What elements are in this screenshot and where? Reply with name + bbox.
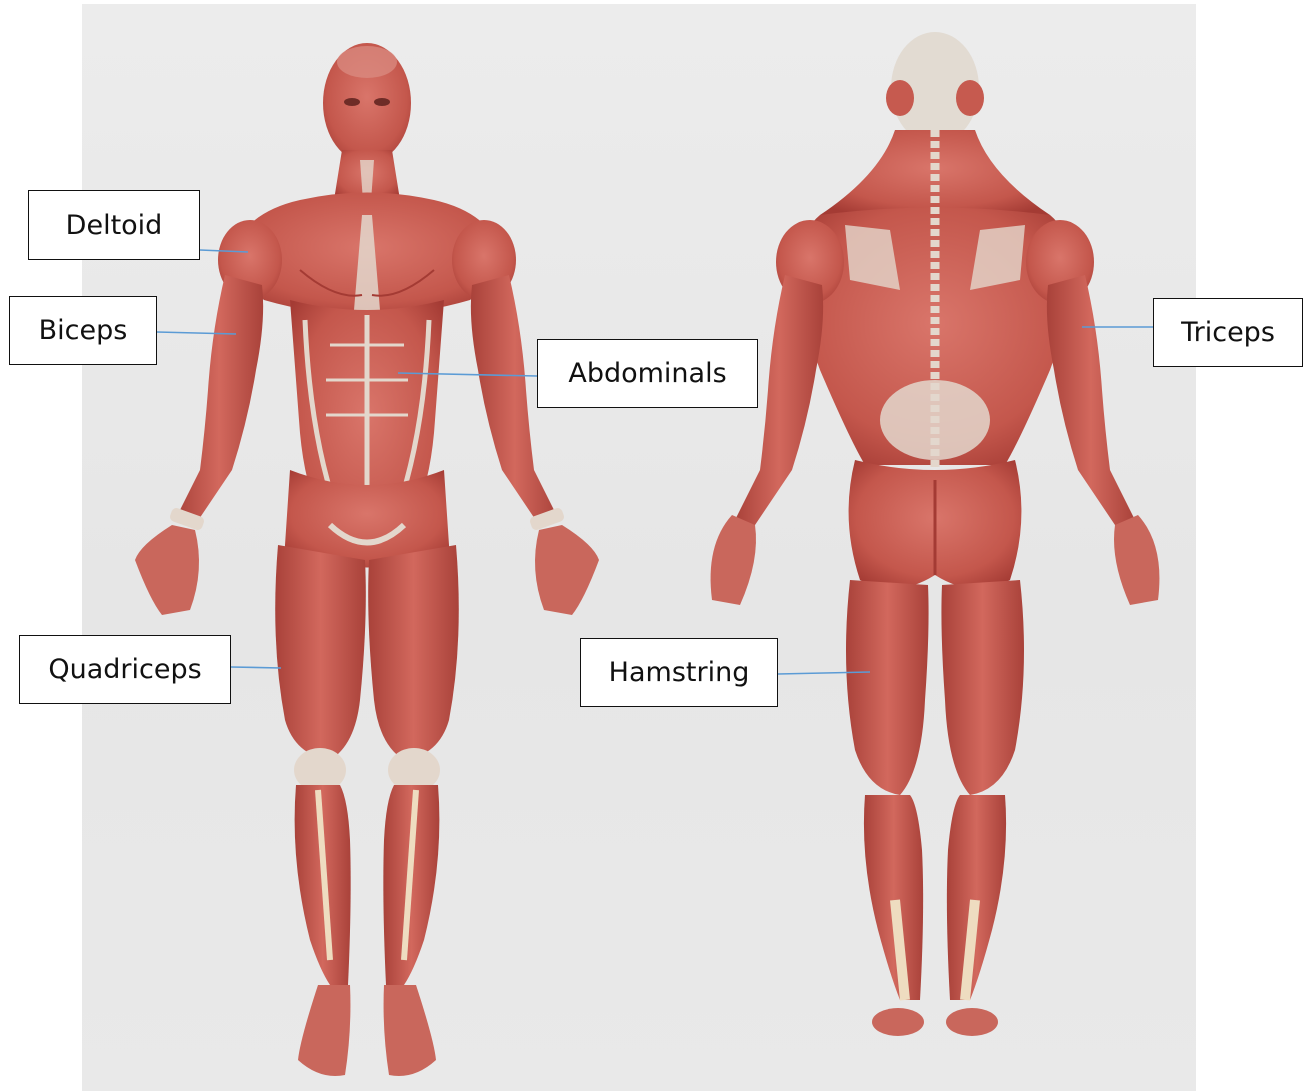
back-body-figure [711, 32, 1160, 1036]
back-hand-left [711, 515, 756, 605]
front-body-figure [135, 43, 599, 1076]
front-hand-right [535, 525, 599, 615]
front-hand-left [135, 525, 199, 615]
label-quadriceps-text: Quadriceps [48, 654, 201, 685]
front-foot-right [384, 985, 436, 1076]
label-deltoid-text: Deltoid [66, 210, 163, 241]
back-triceps-right [1047, 275, 1135, 528]
front-foot-left [298, 985, 350, 1076]
back-hand-right [1114, 515, 1159, 605]
label-abdominals: Abdominals [537, 339, 758, 408]
back-hamstring-right [941, 580, 1024, 795]
back-calf-right [947, 795, 1006, 1000]
label-triceps: Triceps [1153, 298, 1303, 367]
label-hamstring: Hamstring [580, 638, 778, 707]
leader-line-quadriceps [231, 667, 281, 668]
label-quadriceps: Quadriceps [19, 635, 231, 704]
front-quadriceps-right [368, 545, 459, 760]
back-foot-left [872, 1008, 924, 1036]
front-quadriceps-left [275, 545, 366, 760]
label-abdominals-text: Abdominals [568, 358, 726, 389]
label-biceps-text: Biceps [39, 315, 128, 346]
back-hamstring-left [846, 580, 929, 795]
label-biceps: Biceps [9, 296, 157, 365]
front-arm-left [175, 275, 263, 528]
label-deltoid: Deltoid [28, 190, 200, 260]
label-hamstring-text: Hamstring [609, 657, 750, 688]
back-foot-right [946, 1008, 998, 1036]
back-calf-left [864, 795, 923, 1000]
label-triceps-text: Triceps [1181, 317, 1275, 348]
